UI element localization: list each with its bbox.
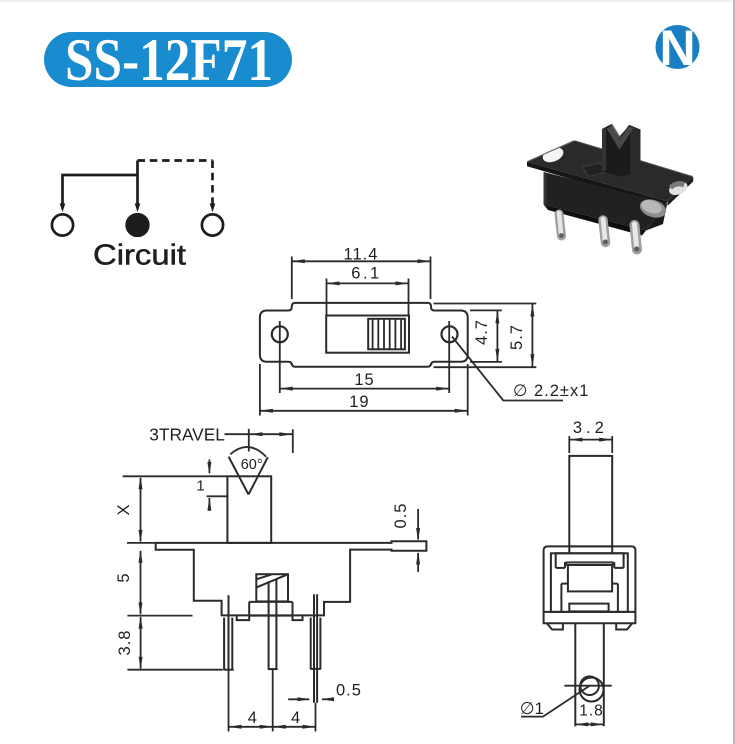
- svg-text:19: 19: [349, 393, 369, 411]
- svg-text:4.7: 4.7: [473, 319, 491, 345]
- svg-text:4: 4: [291, 709, 300, 727]
- svg-text:5.7: 5.7: [508, 324, 526, 350]
- svg-text:3TRAVEL: 3TRAVEL: [149, 424, 225, 444]
- svg-text:1.8: 1.8: [579, 703, 604, 720]
- svg-text:N: N: [659, 20, 695, 76]
- svg-text:1: 1: [196, 478, 204, 495]
- svg-text:5: 5: [115, 573, 133, 582]
- svg-text:Circuit: Circuit: [93, 240, 186, 272]
- svg-text:3.8: 3.8: [116, 630, 134, 656]
- svg-text:∅1: ∅1: [520, 699, 544, 718]
- svg-text:∅ 2.2±x1: ∅ 2.2±x1: [513, 382, 589, 400]
- svg-text:3.2: 3.2: [573, 419, 608, 437]
- svg-text:4: 4: [248, 709, 257, 727]
- svg-text:0.5: 0.5: [392, 503, 410, 529]
- svg-text:60°: 60°: [241, 457, 263, 473]
- svg-text:11.4: 11.4: [344, 246, 379, 264]
- svg-text:6.1: 6.1: [351, 265, 381, 283]
- svg-text:15: 15: [354, 371, 374, 389]
- svg-text:0.5: 0.5: [336, 682, 362, 700]
- svg-text:X: X: [115, 504, 133, 515]
- svg-text:SS-12F71: SS-12F71: [65, 27, 273, 93]
